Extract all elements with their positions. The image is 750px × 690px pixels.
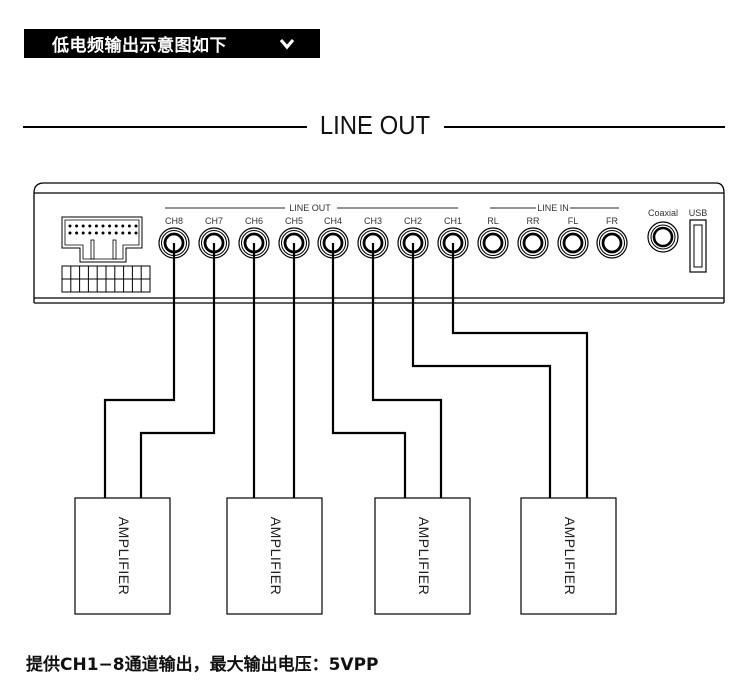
jack-fl-label: FL [568, 216, 579, 226]
chevron-down-icon[interactable] [278, 35, 296, 53]
connector-pin [101, 224, 105, 228]
amplifier-box: AMPLIFIER [520, 497, 617, 615]
jack-fr: FR [596, 216, 628, 259]
connector-pin [75, 224, 79, 228]
jack-rr-label: RR [527, 216, 540, 226]
connector-pin [114, 231, 118, 235]
jack-ch4-label: CH4 [324, 216, 342, 226]
connector-pin [134, 231, 138, 235]
amplifier-box: AMPLIFIER [74, 497, 171, 615]
line-in-group: LINE IN [490, 203, 619, 213]
connector-pin [134, 224, 138, 228]
connector-pin [88, 231, 92, 235]
amplifier-label: AMPLIFIER [268, 517, 284, 595]
connector-pin [108, 231, 112, 235]
connector-pin [127, 224, 131, 228]
harness-connector [61, 216, 151, 293]
footer-note: 提供CH1−8通道输出，最大输出电压：5VPP [26, 655, 379, 675]
jack-rl: RL [477, 216, 509, 259]
jack-ch1-label: CH1 [444, 216, 462, 226]
coaxial-jack: Coaxial [647, 208, 679, 253]
connector-pin [127, 231, 131, 235]
line-out-group-label: LINE OUT [289, 203, 331, 213]
jack-ch8-label: CH8 [165, 216, 183, 226]
jack-ch5-label: CH5 [285, 216, 303, 226]
connector-pin [88, 224, 92, 228]
connector-pin [81, 231, 85, 235]
usb-port: USB [689, 208, 708, 273]
jack-ch2-label: CH2 [404, 216, 422, 226]
wire-ch8 [103, 243, 176, 498]
jack-ch3-label: CH3 [364, 216, 382, 226]
amplifier-box: AMPLIFIER [374, 497, 471, 615]
header-title: 低电频输出示意图如下 [52, 36, 227, 56]
connector-pin [121, 231, 125, 235]
jack-rr: RR [517, 216, 549, 259]
amplifier-label: AMPLIFIER [416, 517, 432, 595]
jack-ch7-label: CH7 [205, 216, 223, 226]
jack-fl: FL [557, 216, 589, 259]
connector-pin [101, 231, 105, 235]
connector-pin [94, 224, 98, 228]
amplifier-label: AMPLIFIER [562, 517, 578, 595]
connector-pin [94, 231, 98, 235]
amplifier-box: AMPLIFIER [226, 497, 323, 615]
jack-ch6-label: CH6 [245, 216, 263, 226]
heading-rule-right [444, 126, 725, 128]
connector-pin [68, 231, 72, 235]
wire-ch3 [371, 243, 443, 498]
coaxial-label: Coaxial [648, 208, 678, 218]
section-title: LINE OUT [319, 110, 431, 140]
line-out-group: LINE OUT [165, 203, 458, 213]
connector-pin [81, 224, 85, 228]
connector-pin [68, 224, 72, 228]
heading-rule-left [23, 126, 307, 128]
wire-ch4 [331, 243, 407, 498]
jack-rl-label: RL [487, 216, 499, 226]
connector-pin [108, 224, 112, 228]
head-unit-rear-panel [33, 182, 725, 304]
section-heading: LINE OUT [0, 106, 750, 146]
connector-pin [114, 224, 118, 228]
wire-ch7 [139, 243, 216, 498]
amplifier-label: AMPLIFIER [116, 517, 132, 595]
usb-label: USB [689, 208, 708, 218]
line-in-group-label: LINE IN [537, 203, 569, 213]
header-bar[interactable]: 低电频输出示意图如下 [24, 29, 320, 58]
wire-ch2 [411, 243, 552, 498]
wire-ch1 [451, 243, 589, 498]
jack-fr-label: FR [606, 216, 618, 226]
connector-pin [121, 224, 125, 228]
connector-pin [75, 231, 79, 235]
